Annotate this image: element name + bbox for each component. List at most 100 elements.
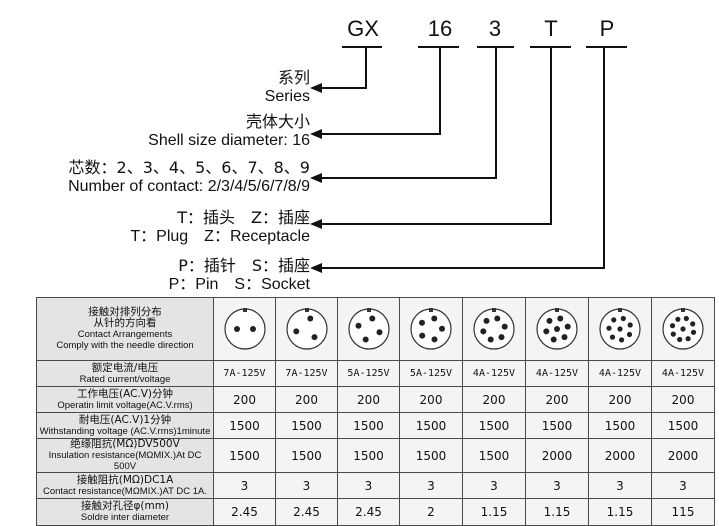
insulation-cell: 1500 [399, 438, 463, 473]
pin-dot [311, 334, 317, 341]
arrangement-cell [337, 297, 400, 361]
connector-face [223, 308, 266, 350]
key-notch [555, 308, 559, 312]
withstanding-header-en: Withstanding voltage (AC.V.rms)1minute [39, 425, 211, 437]
leader-pin [320, 47, 605, 269]
row-header-diameter: 接触对孔径φ(mm) Soldre inter diameter [36, 498, 214, 526]
arrangement-cell [399, 297, 463, 361]
diameter-cell: 1.15 [525, 498, 589, 526]
row-insulation: 绝缘阻抗(MΩ)DV500V Insulation resistance(MΩM… [36, 438, 715, 473]
rated-cell: 4A-125V [651, 360, 715, 387]
label-series: 系列 Series [265, 68, 310, 106]
pin-dot [233, 326, 240, 332]
pin-dot [362, 336, 369, 343]
label-plug: T：插头 Z：插座 T：Plug Z：Receptacle [130, 208, 310, 246]
pin-dot [626, 331, 633, 338]
rated-header-en: Rated current/voltage [79, 373, 171, 385]
label-plug-en: T：Plug Z：Receptacle [130, 228, 310, 245]
insulation-header-en: Insulation resistance(MΩMIX.)At DC 500V [48, 450, 202, 472]
pin-dot [419, 319, 425, 326]
arr-header-cn: 接触对排列分布 [88, 306, 162, 318]
label-series-en: Series [264, 88, 310, 105]
pin-dot [439, 325, 445, 332]
arrow-shell [310, 129, 322, 139]
row-rated: 额定电流/电压 Rated current/voltage 7A-125V 7A… [36, 360, 715, 387]
leader-contact [320, 47, 497, 179]
pin-dot [564, 323, 571, 330]
pin-dot [557, 315, 564, 322]
withstanding-cell: 1500 [399, 412, 463, 439]
pin-dot [355, 322, 361, 329]
row-header-rated: 额定电流/电压 Rated current/voltage [36, 360, 214, 387]
spec-table: 接触对排列分布 从针的方向看 Contact Arrangements Comp… [36, 297, 715, 526]
pin-dot [675, 316, 681, 322]
connector-face [410, 308, 452, 350]
arrow-contact [310, 173, 322, 183]
pin-dot [431, 336, 438, 343]
operating-cell: 200 [462, 386, 526, 413]
pin-dot [561, 334, 568, 341]
label-pin-en: P：Pin S：Socket [168, 276, 310, 293]
row-header-operating: 工作电压(AC.V)分钟 Operatin limit voltage(AC.V… [36, 386, 214, 413]
arrangement-cell [275, 297, 338, 361]
contact-cell: 3 [462, 472, 526, 499]
contact-cell: 3 [399, 472, 463, 499]
contact-header-en: Contact resistance(MΩMIX.)AT DC 1A. [42, 485, 208, 497]
pin-dot [617, 326, 623, 332]
row-operating: 工作电压(AC.V)分钟 Operatin limit voltage(AC.V… [36, 386, 715, 413]
arr-header-en2: Comply with the needle direction [56, 340, 194, 351]
pin-dot [546, 317, 553, 324]
arrangement-cell [525, 297, 589, 361]
insulation-cell: 2000 [651, 438, 715, 473]
operating-cell: 200 [651, 386, 715, 413]
pin-dot [431, 315, 438, 322]
contact-cell: 3 [275, 472, 338, 499]
rated-cell: 5A-125V [399, 360, 463, 387]
rated-cell: 7A-125V [275, 360, 338, 387]
insulation-cell: 1500 [275, 438, 338, 473]
operating-header-en: Operatin limit voltage(AC.V.rms) [57, 399, 193, 411]
diameter-cell: 1.15 [462, 498, 526, 526]
withstanding-cell: 1500 [337, 412, 400, 439]
pin-dot [543, 328, 550, 335]
label-plug-cn: T：插头 Z：插座 [177, 208, 310, 227]
contact-cell: 3 [213, 472, 276, 499]
pin-dot [685, 336, 691, 342]
part-code-diagram: GX 16 3 T P 系列 Series [68, 16, 627, 293]
code-plug-type: T [544, 16, 558, 41]
pin-dot [554, 326, 560, 332]
code-series: GX [347, 16, 379, 41]
arr-header-cn2: 从针的方向看 [93, 317, 157, 329]
pin-dot [249, 326, 256, 332]
pin-dot [419, 332, 426, 339]
rated-cell: 4A-125V [588, 360, 652, 387]
row-header-insulation: 绝缘阻抗(MΩ)DV500V Insulation resistance(MΩM… [36, 438, 214, 473]
pin-dot [620, 315, 626, 322]
row-contact-resistance: 接触阻抗(MΩ)DC1A Contact resistance(MΩMIX.)A… [36, 472, 715, 499]
pin-layout-6-icon [473, 308, 515, 350]
insulation-cell: 1500 [462, 438, 526, 473]
operating-cell: 200 [525, 386, 589, 413]
pin-dot [690, 329, 697, 335]
label-pin-cn: P：插针 S：插座 [178, 256, 310, 275]
rated-cell: 7A-125V [213, 360, 276, 387]
arrangement-cell [213, 297, 276, 361]
pin-dot [498, 334, 505, 341]
pin-layout-4-icon [347, 308, 390, 350]
pin-layout-9-icon [662, 308, 704, 350]
pin-dot [306, 315, 313, 322]
arrow-plug [310, 219, 322, 229]
pin-dot [376, 329, 382, 336]
contact-cell: 3 [588, 472, 652, 499]
pin-dot [480, 328, 487, 335]
row-header-contact: 接触阻抗(MΩ)DC1A Contact resistance(MΩMIX.)A… [36, 472, 214, 499]
rated-header-cn: 额定电流/电压 [91, 361, 159, 374]
key-notch [618, 308, 622, 312]
pin-dot [670, 331, 676, 337]
arrangement-cell [462, 297, 526, 361]
row-header-withstanding: 耐电压(AC.V)1分钟 Withstanding voltage (AC.V.… [36, 412, 214, 439]
pin-layout-7-icon [536, 308, 578, 350]
insulation-cell: 2000 [588, 438, 652, 473]
key-notch [242, 308, 247, 312]
rated-cell: 5A-125V [337, 360, 400, 387]
